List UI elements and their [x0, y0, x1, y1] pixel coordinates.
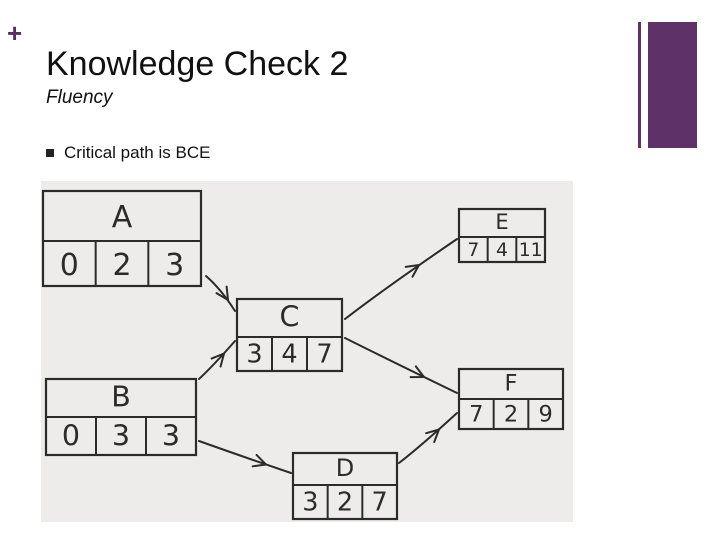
node-box-e [457, 207, 547, 264]
node-value-e: 7 [467, 240, 479, 261]
arrowhead-b-c [210, 351, 226, 368]
node-label-e: E [495, 210, 508, 234]
node-value-a: 0 [60, 248, 79, 283]
edge-b-d [198, 440, 292, 474]
bullet-square-icon [46, 149, 54, 157]
node-value-f: 7 [469, 402, 483, 428]
node-label-d: D [336, 454, 354, 482]
edge-a-c [205, 275, 236, 312]
node-value-b: 3 [162, 420, 180, 453]
node-value-c: 7 [316, 340, 332, 370]
node-box-a [41, 189, 203, 288]
arrowhead-b-d [251, 453, 269, 468]
decor-bar-thin [638, 22, 641, 148]
edge-d-f [398, 412, 458, 464]
arrowhead-a-c [215, 285, 230, 302]
node-value-a: 3 [165, 248, 184, 283]
node-label-c: C [280, 300, 300, 333]
arrowhead-c-f [409, 365, 427, 379]
node-value-f: 2 [504, 402, 518, 428]
node-value-b: 3 [112, 420, 130, 453]
arrowhead-d-f [425, 427, 441, 444]
bullet-text: Critical path is BCE [64, 143, 211, 162]
node-value-d: 3 [302, 488, 318, 518]
plus-icon: + [7, 18, 23, 48]
node-label-f: F [505, 371, 518, 397]
decor-bar-block [648, 22, 697, 148]
node-label-b: B [111, 380, 131, 413]
node-value-e: 4 [496, 240, 508, 261]
edge-c-f [344, 337, 458, 394]
bullet-item: Critical path is BCE [46, 142, 210, 164]
node-value-d: 7 [372, 488, 388, 518]
node-value-a: 2 [112, 248, 131, 283]
node-label-a: A [112, 200, 133, 235]
node-value-e: 11 [519, 240, 543, 261]
edge-b-c [198, 340, 236, 380]
node-box-c [235, 297, 344, 373]
node-value-d: 2 [337, 488, 353, 518]
slide-subtitle: Fluency [46, 87, 113, 108]
edge-c-e [344, 238, 458, 320]
node-value-b: 0 [62, 420, 80, 453]
node-value-c: 4 [281, 340, 297, 370]
slide-title: Knowledge Check 2 [46, 45, 349, 83]
node-value-f: 9 [539, 402, 553, 428]
node-value-c: 3 [246, 340, 262, 370]
arrowhead-c-e [404, 263, 421, 278]
